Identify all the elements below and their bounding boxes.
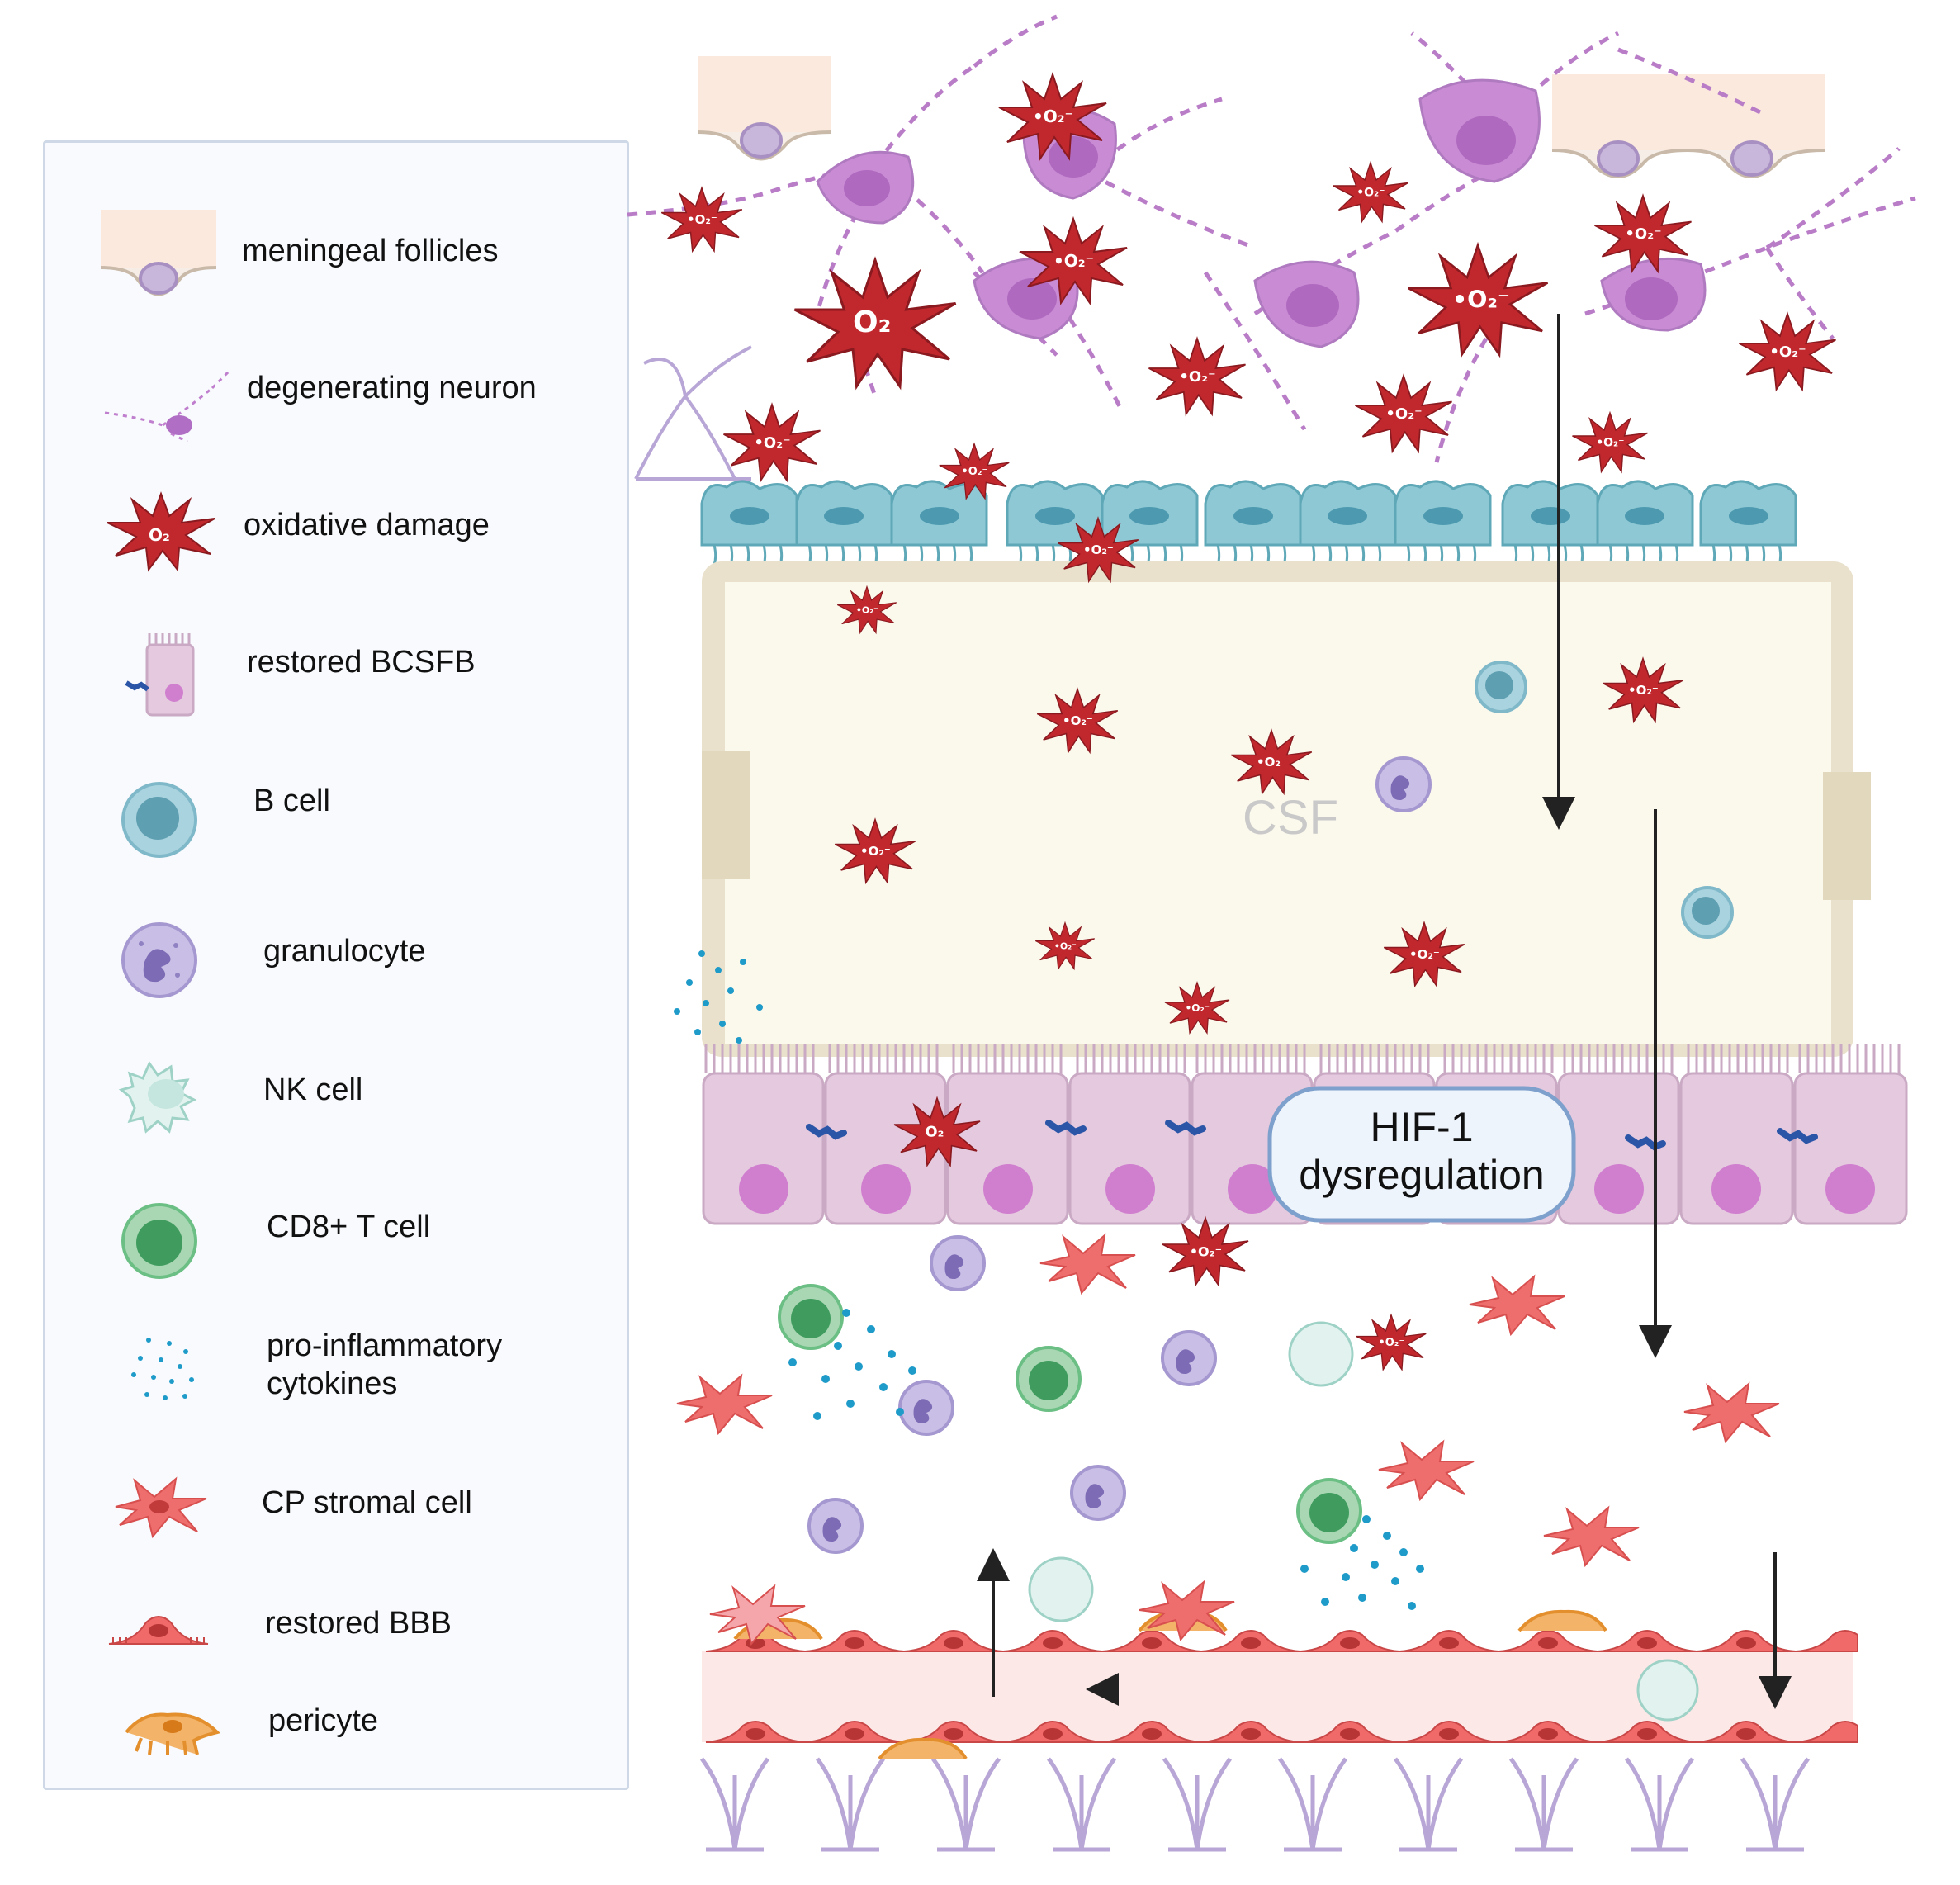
svg-text:•O₂⁻: •O₂⁻	[1179, 368, 1215, 386]
legend-label-cp-stromal-cell: CP stromal cell	[262, 1485, 472, 1520]
oxidative-damage-stars: O₂ •O₂⁻ •O₂⁻ •O₂⁻ •O₂⁻ •O₂⁻ •O₂⁻ •O₂⁻	[660, 71, 1836, 1371]
legend-label-granulocyte: granulocyte	[263, 934, 426, 969]
cp-stromal-cell-icon	[115, 1476, 207, 1539]
hif1-line-1: HIF-1	[1371, 1104, 1474, 1150]
legend-label-cytokines: pro-inflammatory cytokines	[267, 1328, 503, 1401]
b-cells	[1475, 661, 1734, 939]
svg-text:•O₂⁻: •O₂⁻	[1054, 940, 1077, 951]
pericyte-icon	[125, 1712, 220, 1755]
b-cell-icon	[121, 782, 197, 858]
svg-text:•O₂⁻: •O₂⁻	[1356, 187, 1385, 200]
legend-label-b-cell: B cell	[253, 784, 330, 818]
o2-star-25: •O₂⁻	[1356, 1313, 1427, 1371]
degenerating-neuron-icon	[104, 370, 230, 443]
o2-star-17: •O₂⁻	[1230, 728, 1313, 796]
ependymal-cell-layer	[700, 480, 1797, 575]
bbb-endothelial-icon	[108, 1616, 209, 1645]
svg-text:•O₂⁻: •O₂⁻	[1378, 1337, 1404, 1349]
granulocyte-icon	[121, 922, 197, 998]
legend-label-nk-cell: NK cell	[263, 1073, 363, 1107]
o2-star-4: •O₂⁻	[660, 186, 743, 253]
svg-text:O₂: O₂	[149, 525, 170, 545]
svg-text:•O₂⁻: •O₂⁻	[1257, 755, 1287, 770]
astrocyte-row	[699, 1757, 1811, 1852]
o2-star-10: •O₂⁻	[1739, 311, 1836, 392]
svg-text:•O₂⁻: •O₂⁻	[1769, 343, 1806, 361]
hif1-dysregulation-box: HIF-1 dysregulation	[1267, 1086, 1576, 1223]
legend-label-pericyte: pericyte	[268, 1703, 379, 1738]
svg-text:•O₂⁻: •O₂⁻	[1628, 683, 1659, 698]
hif1-line-2: dysregulation	[1299, 1152, 1544, 1198]
o2-star-5: •O₂⁻	[1019, 215, 1128, 305]
svg-text:•O₂⁻: •O₂⁻	[1053, 251, 1094, 271]
o2-star-8: •O₂⁻	[1148, 336, 1246, 417]
o2-star-3: •O₂⁻	[998, 71, 1107, 161]
cd8-t-cells	[778, 1284, 1362, 1544]
legend-label-degenerating-neuron: degenerating neuron	[247, 371, 537, 405]
o2-star-15: •O₂⁻	[836, 585, 897, 635]
astrocyte-top-left	[634, 345, 752, 481]
svg-text:O₂: O₂	[853, 305, 891, 339]
o2-star-14: •O₂⁻	[1057, 516, 1139, 584]
o2-star-11: •O₂⁻	[723, 402, 821, 483]
legend-label-meningeal-follicles: meningeal follicles	[242, 234, 499, 268]
nk-cells	[1028, 1321, 1699, 1722]
legend-label-cd8-t-cell: CD8+ T cell	[267, 1210, 431, 1244]
cytokines-icon	[131, 1338, 194, 1400]
o2-star-21: •O₂⁻	[1034, 921, 1096, 971]
svg-text:•O₂⁻: •O₂⁻	[1083, 542, 1114, 557]
svg-text:•O₂⁻: •O₂⁻	[1596, 437, 1624, 450]
o2-star-16: •O₂⁻	[1036, 687, 1119, 755]
svg-text:•O₂⁻: •O₂⁻	[856, 604, 878, 615]
oxidative-damage-icon: O₂	[107, 491, 215, 572]
meningeal-follicle-icon	[100, 210, 217, 296]
legend-label-restored-bcsfb: restored BCSFB	[247, 645, 476, 680]
cp-stromal-cells	[676, 1233, 1780, 1646]
immune-cells	[778, 661, 1734, 1722]
o2-star-7: •O₂⁻	[1594, 193, 1692, 274]
legend-label-restored-bbb: restored BBB	[265, 1606, 452, 1641]
legend-label-oxidative-damage: oxidative damage	[244, 508, 490, 542]
svg-text:•O₂⁻: •O₂⁻	[1452, 285, 1510, 313]
o2-star-19: •O₂⁻	[834, 817, 916, 885]
svg-text:•O₂⁻: •O₂⁻	[1033, 107, 1073, 126]
o2-star-9: •O₂⁻	[1355, 373, 1452, 454]
o2-star-large-2: •O₂⁻	[1407, 241, 1549, 358]
svg-text:•O₂⁻: •O₂⁻	[1409, 947, 1440, 962]
flow-arrows	[977, 314, 1792, 1709]
o2-star-13: •O₂⁻	[1572, 410, 1648, 474]
o2-star-23: O₂	[893, 1096, 981, 1167]
svg-text:O₂: O₂	[926, 1124, 944, 1140]
cytokine-dots	[674, 950, 1424, 1610]
o2-star-24: •O₂⁻	[1162, 1215, 1249, 1287]
o2-star-12: •O₂⁻	[939, 442, 1010, 500]
o2-star-22: •O₂⁻	[1164, 981, 1230, 1035]
meningeal-follicles	[697, 56, 1825, 178]
svg-text:•O₂⁻: •O₂⁻	[687, 212, 717, 227]
svg-text:•O₂⁻: •O₂⁻	[1625, 225, 1661, 243]
o2-star-large-1: O₂	[793, 256, 957, 391]
o2-star-18: •O₂⁻	[1602, 656, 1684, 724]
svg-text:•O₂⁻: •O₂⁻	[1385, 405, 1422, 423]
svg-text:•O₂⁻: •O₂⁻	[860, 844, 891, 859]
svg-text:•O₂⁻: •O₂⁻	[961, 466, 987, 478]
svg-text:•O₂⁻: •O₂⁻	[754, 434, 790, 452]
svg-text:•O₂⁻: •O₂⁻	[1186, 1002, 1210, 1014]
svg-text:•O₂⁻: •O₂⁻	[1063, 713, 1093, 728]
o2-star-6: •O₂⁻	[1333, 160, 1408, 224]
svg-text:•O₂⁻: •O₂⁻	[1190, 1243, 1222, 1259]
cd8-t-cell-icon	[121, 1203, 197, 1279]
legend-panel: O₂ men	[43, 140, 629, 1790]
choroid-plexus-diagram: CSF HIF-1	[627, 14, 1916, 1852]
o2-star-20: •O₂⁻	[1383, 921, 1465, 988]
csf-compartment: CSF	[702, 561, 1871, 1057]
bcsfb-cell-icon	[125, 633, 195, 717]
nk-cell-icon	[118, 1060, 197, 1134]
granulocyte-nuclei	[822, 775, 1410, 1542]
csf-label: CSF	[1243, 791, 1338, 845]
